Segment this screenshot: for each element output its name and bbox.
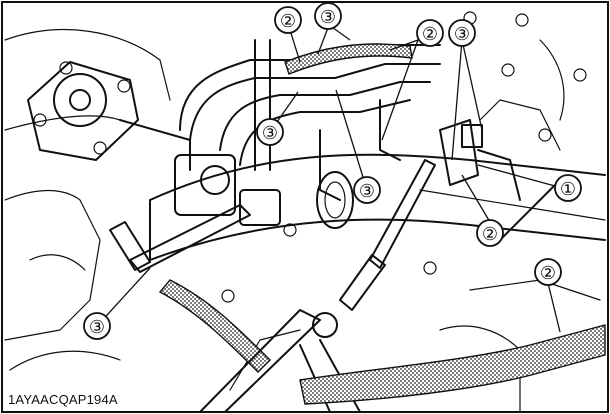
injection-pipes	[179, 39, 441, 201]
callout-label: ②	[540, 263, 556, 283]
engine-body-outline	[4, 28, 606, 413]
callout-label: ③	[262, 123, 278, 143]
callout-3-lower-left: ③	[83, 312, 111, 340]
control-rod	[339, 159, 436, 311]
callout-1: ①	[554, 174, 582, 202]
callout-2-bottom-right-hose: ②	[534, 258, 562, 286]
callout-label: ①	[560, 179, 576, 199]
callout-3-top-center: ③	[314, 2, 342, 30]
fuel-hose-bottom	[299, 324, 606, 405]
fuel-hose-left	[158, 279, 271, 373]
callout-label: ③	[320, 7, 336, 27]
callout-2-top-right: ②	[416, 19, 444, 47]
injection-pump	[119, 119, 281, 226]
callout-label: ③	[359, 181, 375, 201]
hose-clamp	[316, 171, 354, 229]
callout-label: ②	[482, 224, 498, 244]
callout-3-top-right: ③	[448, 19, 476, 47]
callout-label: ②	[422, 24, 438, 44]
bolts	[221, 11, 587, 303]
return-pipe-left	[109, 204, 251, 273]
mounting-plate	[27, 61, 139, 161]
callout-label: ③	[89, 317, 105, 337]
callout-2-lower-right-bracket: ②	[476, 219, 504, 247]
callout-2-top-left: ②	[274, 6, 302, 34]
callout-3-left-of-pipes: ③	[256, 118, 284, 146]
figure-code: 1AYAACQAP194A	[5, 392, 121, 407]
callout-label: ③	[454, 24, 470, 44]
callout-3-center: ③	[353, 176, 381, 204]
callout-label: ②	[280, 11, 296, 31]
